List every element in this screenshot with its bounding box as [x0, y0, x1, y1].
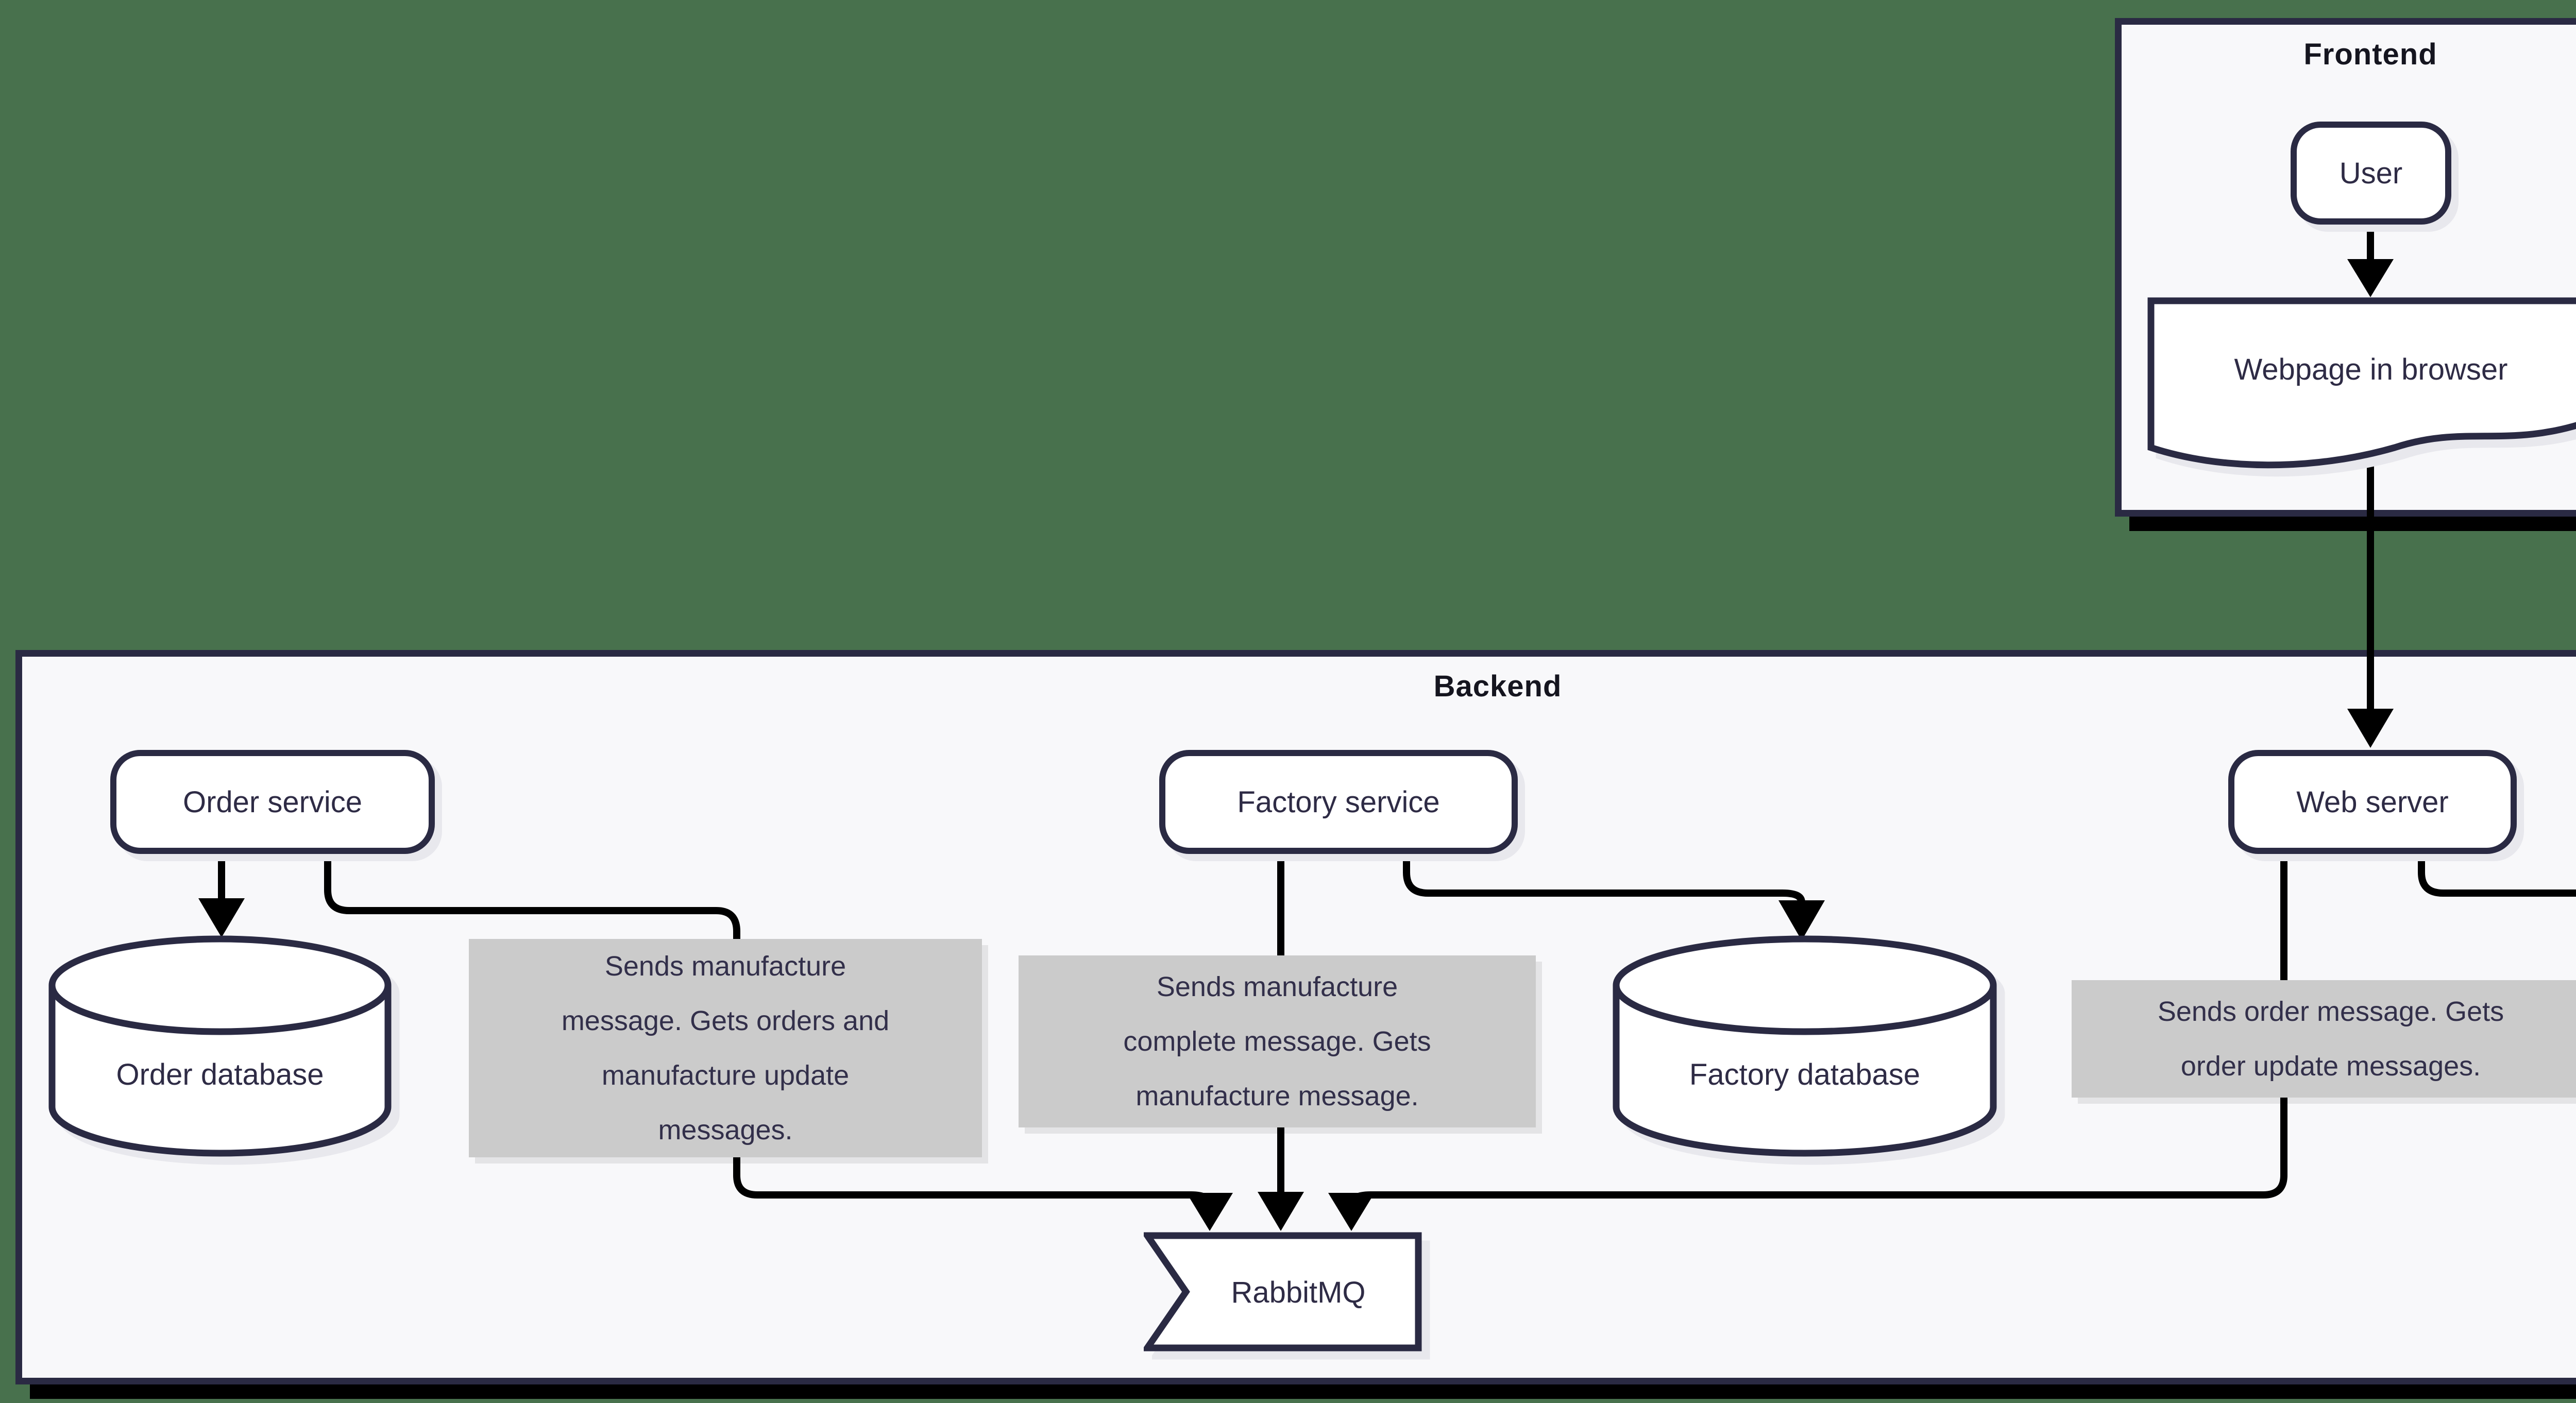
- edge-label-line: Sends order message. Gets: [2157, 996, 2504, 1027]
- node-webpage-in-browser: Webpage in browser: [2147, 297, 2576, 475]
- flag-shape: [1144, 1232, 1422, 1351]
- edge-label-line: message. Gets orders and: [561, 1005, 890, 1036]
- node-factory-database: Factory database: [1613, 935, 1997, 1157]
- arrowhead-order-service-to-rabbitmq: [1187, 1193, 1233, 1231]
- node-factory-service-label: Factory service: [1237, 785, 1440, 819]
- arrowhead-factory-service-to-rabbitmq: [1258, 1192, 1304, 1231]
- edge-label-line: manufacture update: [601, 1060, 850, 1091]
- edge-label-line: manufacture message.: [1136, 1081, 1419, 1111]
- node-rabbitmq-label: RabbitMQ: [1231, 1276, 1365, 1309]
- edge-label-line: Sends manufacture: [1156, 971, 1398, 1002]
- edge-factory-service-to-factory-db: [1403, 855, 1805, 903]
- arrowhead-webpage-to-web-server: [2347, 709, 2394, 748]
- arrowhead-web-server-to-rabbitmq: [1328, 1193, 1375, 1231]
- arrowhead-order-service-to-order-db: [198, 898, 245, 937]
- arrowhead-user-to-webpage: [2347, 259, 2394, 297]
- cylinder-top: [1613, 935, 1997, 1035]
- edge-label-line: complete message. Gets: [1123, 1026, 1431, 1057]
- edge-label-web-server-to-rabbitmq: Sends order message. Gets order update m…: [2072, 980, 2576, 1098]
- node-order-database-label: Order database: [116, 1058, 324, 1091]
- document-shape: [2147, 297, 2576, 469]
- edge-web-server-to-web-db: [2418, 855, 2576, 897]
- node-web-server: Web server: [2228, 750, 2517, 854]
- edge-label-line: order update messages.: [2180, 1051, 2481, 1082]
- node-web-server-label: Web server: [2296, 785, 2449, 819]
- arrowhead-factory-service-to-factory-db: [1778, 900, 1825, 940]
- cylinder-top: [48, 935, 392, 1035]
- edge-label-factory-service-to-rabbitmq: Sends manufacture complete message. Gets…: [1019, 955, 1536, 1127]
- node-rabbitmq: RabbitMQ: [1144, 1232, 1422, 1351]
- node-order-service-label: Order service: [182, 785, 363, 819]
- edge-label-line: Sends manufacture: [604, 951, 846, 982]
- node-webpage-label: Webpage in browser: [2234, 353, 2508, 386]
- node-user-label: User: [2339, 156, 2403, 190]
- node-order-service: Order service: [110, 750, 435, 854]
- node-factory-database-label: Factory database: [1689, 1058, 1920, 1091]
- backend-title: Backend: [1433, 670, 1562, 703]
- edge-label-line: messages.: [658, 1115, 793, 1145]
- node-order-database: Order database: [48, 935, 392, 1157]
- node-user: User: [2291, 122, 2451, 225]
- node-factory-service: Factory service: [1159, 750, 1518, 854]
- edge-label-order-service-to-rabbitmq: Sends manufacture message. Gets orders a…: [469, 939, 982, 1157]
- frontend-title: Frontend: [2303, 38, 2437, 71]
